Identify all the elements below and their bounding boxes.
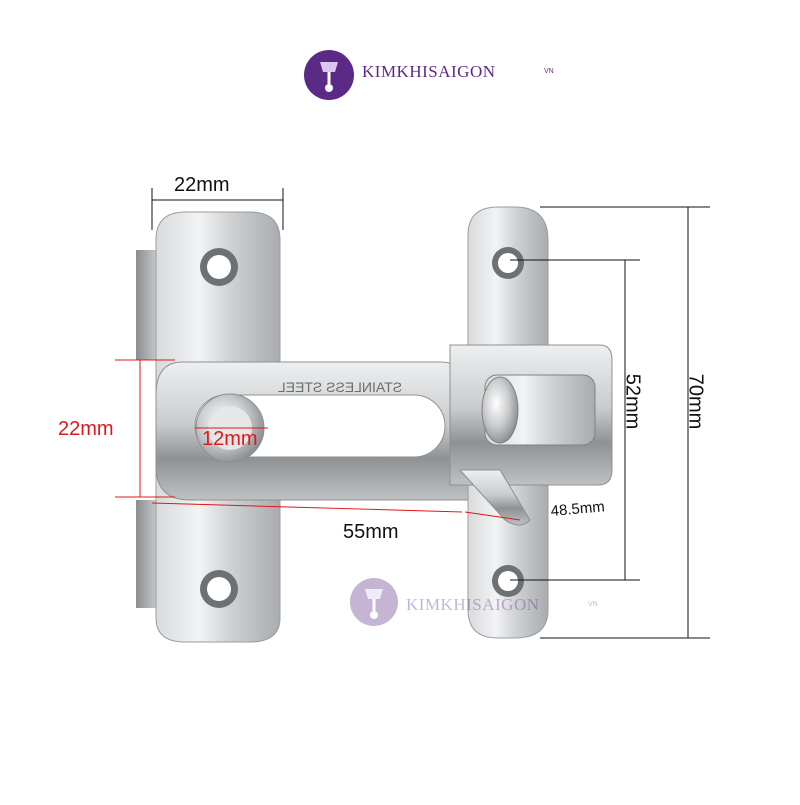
brand-suffix: VN [544,68,554,75]
stamp-text: STAINLESS STEEL [278,379,402,395]
label-top-width: 22mm [174,174,230,196]
label-plate-height: 70mm [684,373,707,430]
watermark-name: KIMKHISAIGON [406,595,540,614]
watermark-logo: KIMKHISAIGON VN [402,595,598,615]
label-hole-spacing: 52mm [621,373,644,430]
watermark-logo-icon [350,578,398,626]
dimension-plate-height [540,206,710,639]
dimension-offset [464,511,521,521]
label-bolt-diameter: 12mm [202,428,258,450]
dimension-top-width [151,188,284,230]
right-mounting-plate [449,206,613,639]
brand-logo-icon [304,50,354,100]
brand-logo: KIMKHISAIGON VN [358,62,554,82]
watermark-suffix: VN [588,601,598,608]
brand-name: KIMKHISAIGON [362,62,496,81]
dimension-length [151,502,463,513]
dimension-latch-height [115,359,175,498]
dimension-hole-spacing [510,259,640,581]
label-length: 55mm [343,521,399,543]
label-latch-height: 22mm [58,418,114,440]
